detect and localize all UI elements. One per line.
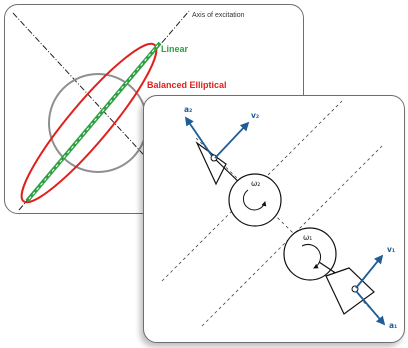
linear-orbit <box>25 41 162 203</box>
rotating-mass-diagram-panel: a₂ v₂ ω₂ ω₁ v₁ a₁ <box>143 95 405 343</box>
elliptical-orbit <box>20 42 158 204</box>
label-v1: v₁ <box>387 245 396 254</box>
vector-a2 <box>184 116 213 157</box>
eccentric-mass-1 <box>325 267 375 315</box>
eccentric-mass-2 <box>195 141 227 186</box>
rotor-1 <box>283 227 337 281</box>
axis-of-excitation-label: Axis of excitation <box>192 12 245 19</box>
center-axis-line <box>195 137 381 319</box>
rotation-arrow-2 <box>242 189 267 211</box>
vector-a1 <box>355 290 386 326</box>
label-omega2: ω₂ <box>251 179 261 188</box>
vector-v2 <box>214 121 250 159</box>
linear-label: Linear <box>161 44 189 54</box>
rotation-arrow-1 <box>301 243 322 269</box>
balanced-elliptical-label: Balanced Elliptical <box>147 80 227 90</box>
label-v2: v₂ <box>251 111 260 120</box>
rotating-mass-diagram <box>161 100 386 327</box>
label-a1: a₁ <box>389 321 398 330</box>
label-a2: a₂ <box>184 105 193 114</box>
label-omega1: ω₁ <box>303 233 313 242</box>
rotor-2 <box>228 173 282 227</box>
vector-v1 <box>355 254 384 289</box>
